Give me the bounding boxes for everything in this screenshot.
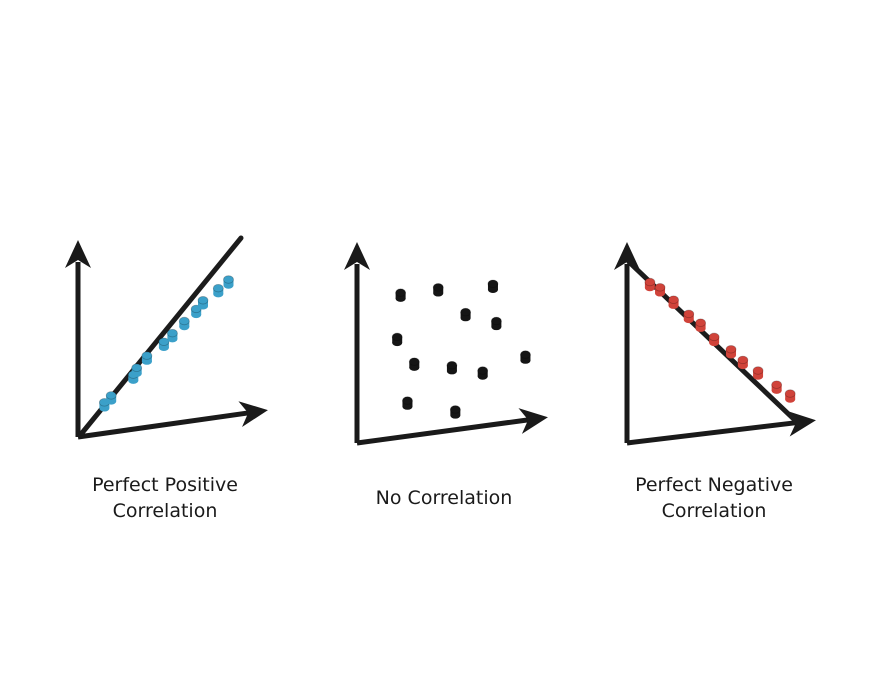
x-axis-arrow-icon <box>518 408 548 434</box>
data-point <box>449 405 461 419</box>
caption-line: Correlation <box>661 500 767 522</box>
data-point <box>695 318 706 332</box>
caption-line: Perfect Positive <box>92 474 238 496</box>
x-axis-line <box>77 410 249 440</box>
data-point <box>395 288 407 302</box>
scatter-panel-0 <box>65 235 268 440</box>
data-point <box>391 332 403 347</box>
x-axis-line <box>626 420 797 446</box>
data-point <box>644 277 656 292</box>
data-point <box>141 351 153 365</box>
data-point <box>752 366 764 380</box>
data-point <box>668 295 679 309</box>
data-point <box>683 309 695 324</box>
caption-line: Perfect Negative <box>635 474 793 496</box>
data-point <box>178 316 190 331</box>
data-point <box>487 279 499 293</box>
data-point <box>197 296 209 310</box>
data-point <box>490 316 502 331</box>
data-point <box>460 307 472 322</box>
data-point <box>725 345 737 359</box>
y-axis-arrow-icon <box>65 240 91 268</box>
scatter-panel-1 <box>344 242 548 446</box>
data-point <box>105 391 117 405</box>
caption-perfect-negative-correlation: Perfect Negative Correlation <box>604 472 824 524</box>
caption-line: No Correlation <box>375 487 513 509</box>
data-point <box>737 355 749 370</box>
data-point <box>190 304 202 319</box>
data-point <box>654 283 666 297</box>
caption-line: Correlation <box>112 500 218 522</box>
data-point <box>166 328 178 343</box>
data-point <box>432 283 444 297</box>
caption-perfect-positive-correlation: Perfect Positive Correlation <box>55 472 275 524</box>
data-point <box>408 357 420 371</box>
data-point <box>477 366 489 380</box>
data-point <box>708 332 720 347</box>
data-point <box>158 337 170 351</box>
data-point <box>771 380 783 394</box>
data-point <box>223 275 234 289</box>
x-axis-arrow-icon <box>238 401 268 427</box>
y-axis-arrow-icon <box>344 242 370 270</box>
scatter-panel-2 <box>614 242 816 446</box>
data-point <box>446 361 458 375</box>
caption-no-correlation: No Correlation <box>334 485 554 511</box>
data-point <box>212 283 224 298</box>
data-point <box>131 363 143 377</box>
data-point <box>402 396 413 410</box>
x-axis-line <box>356 417 529 446</box>
data-point <box>520 350 531 364</box>
data-point <box>784 389 796 403</box>
